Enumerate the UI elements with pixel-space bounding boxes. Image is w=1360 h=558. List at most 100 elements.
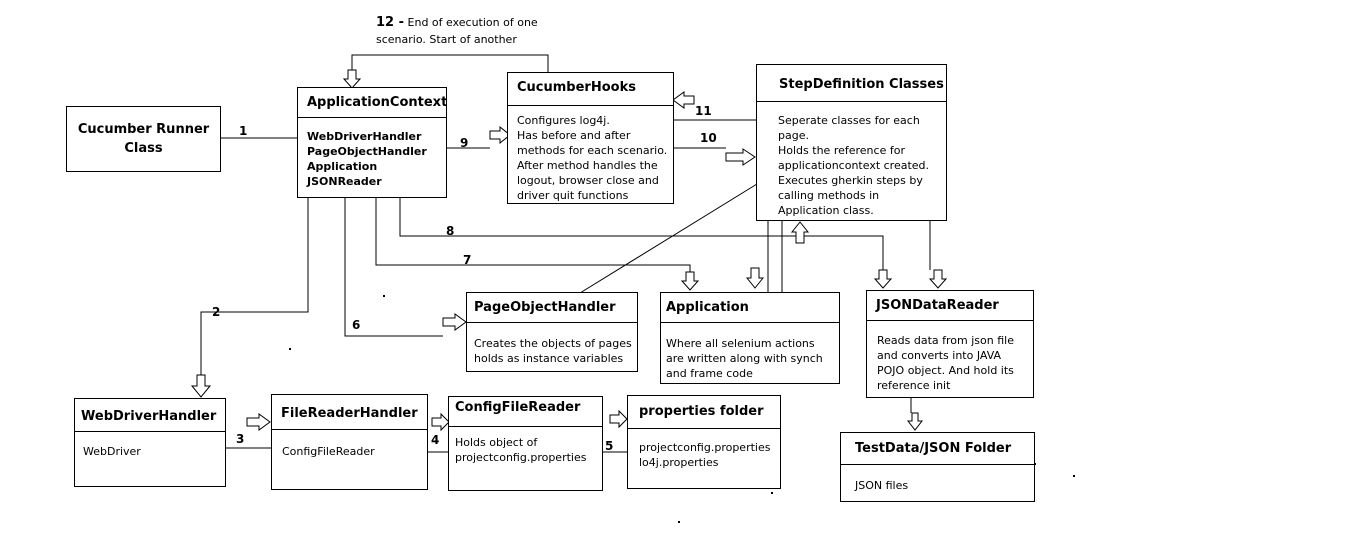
testdata-line: JSON files (855, 479, 909, 492)
stepdefs-line: Holds the reference for (778, 144, 905, 157)
arrow-into-filereader (246, 413, 271, 431)
arrow-into-stepdefs-up (790, 221, 810, 244)
json-data-reader-box: JSONDataReader Reads data from json file… (866, 290, 1034, 398)
file-reader-handler-box: FileReaderHandler ConfigFileReader (271, 394, 428, 490)
edge-label-2: 2 (212, 305, 221, 319)
stepdefs-line: Application class. (778, 204, 874, 217)
note-number: 12 - (376, 15, 405, 30)
filereader-line: ConfigFileReader (282, 445, 375, 458)
pageobj-line: holds as instance variables (474, 352, 624, 365)
arrow-into-pageobj (442, 313, 467, 331)
edge-label-10: 10 (700, 131, 717, 145)
arrow-into-jsonreader-a (873, 269, 893, 289)
application-box: Application Where all selenium actions a… (660, 292, 840, 384)
arrow-into-properties (609, 409, 628, 429)
properties-title: properties folder (639, 404, 764, 419)
hooks-line: methods for each scenario. (517, 144, 668, 157)
properties-folder-box: properties folder projectconfig.properti… (627, 395, 781, 489)
application-line: Where all selenium actions (666, 337, 815, 350)
hooks-title: CucumberHooks (517, 80, 636, 95)
configreader-line: projectconfig.properties (455, 451, 587, 464)
edge-label-3: 3 (236, 432, 245, 446)
edge-8-line (399, 197, 884, 270)
app-context-item: WebDriverHandler (307, 130, 422, 143)
edge-label-4: 4 (431, 433, 440, 447)
arrow-into-application-b (745, 267, 765, 289)
edge-12-line (351, 54, 549, 73)
app-context-item: Application (307, 160, 378, 173)
application-line: are written along with synch (666, 352, 823, 365)
edge-label-6: 6 (352, 318, 361, 332)
arrow-into-configreader (431, 412, 450, 432)
hooks-line: logout, browser close and (517, 174, 659, 187)
arrow-into-jsonreader-b (928, 269, 948, 289)
application-context-box: ApplicationContext WebDriverHandler Page… (297, 87, 447, 198)
jsonreader-title: JSONDataReader (876, 298, 999, 313)
arrow-into-hooks (489, 125, 511, 145)
stray-dot (1073, 475, 1075, 477)
hooks-line: Configures log4j. (517, 114, 610, 127)
cucumber-runner-box: Cucumber Runner Class (66, 106, 221, 172)
hooks-line: driver quit functions (517, 189, 629, 202)
jsonreader-line: and converts into JAVA (877, 349, 1002, 362)
stepdefs-line: page. (778, 129, 809, 142)
stepdefs-line: Executes gherkin steps by (778, 174, 923, 187)
stepdefs-line: calling methods in (778, 189, 880, 202)
configreader-line: Holds object of (455, 436, 538, 449)
edge-label-5: 5 (605, 439, 614, 453)
filereader-title: FileReaderHandler (281, 406, 418, 421)
page-object-handler-box: PageObjectHandler Creates the objects of… (466, 292, 638, 372)
pageobj-line: Creates the objects of pages (474, 337, 632, 350)
edge-6-line (344, 197, 443, 337)
edge-label-11: 11 (695, 104, 712, 118)
scenario-loop-note: 12 - End of execution of one scenario. S… (376, 14, 538, 48)
webdriver-line: WebDriver (83, 445, 141, 458)
properties-line: projectconfig.properties (639, 441, 771, 454)
webdriver-title: WebDriverHandler (81, 409, 217, 424)
arrow-into-hooks-from-stepdefs (672, 91, 695, 109)
stepdefs-line: Seperate classes for each (778, 114, 920, 127)
config-file-reader-box: ConfigFileReader Holds object of project… (448, 396, 603, 491)
hooks-line: After method handles the (517, 159, 658, 172)
runner-title-line1: Cucumber Runner (77, 122, 210, 137)
properties-line: lo4j.properties (639, 456, 719, 469)
arrow-into-appcontext (342, 69, 362, 89)
testdata-title: TestData/JSON Folder (855, 441, 1012, 456)
edge-2-line (200, 197, 309, 375)
test-data-folder-box: TestData/JSON Folder JSON files (840, 432, 1035, 502)
edge-7-line (375, 197, 691, 272)
arrow-into-stepdefs (725, 148, 756, 166)
runner-title-line2: Class (124, 141, 163, 156)
app-context-item: JSONReader (307, 175, 382, 188)
note-line2: scenario. Start of another (376, 33, 517, 46)
application-line: and frame code (666, 367, 753, 380)
arrow-into-webdriver (190, 374, 212, 398)
configreader-title: ConfigFileReader (455, 400, 581, 415)
jsonreader-line: reference init (877, 379, 951, 392)
note-line1: End of execution of one (407, 16, 538, 29)
stepdefs-title: StepDefinition Classes (779, 77, 944, 92)
stray-dot (383, 295, 385, 297)
edge-label-8: 8 (446, 224, 455, 238)
stepdefs-line: applicationcontext created. (778, 159, 930, 172)
cucumber-hooks-box: CucumberHooks Configures log4j. Has befo… (507, 72, 674, 204)
stray-dot (289, 348, 291, 350)
stray-dot (1034, 463, 1036, 465)
arrow-into-application-a (680, 271, 700, 291)
stray-dot (678, 521, 680, 523)
step-definition-box: StepDefinition Classes Seperate classes … (756, 64, 947, 221)
hooks-line: Has before and after (517, 129, 631, 142)
jsonreader-line: Reads data from json file (877, 334, 1014, 347)
edge-label-7: 7 (463, 253, 472, 267)
edge-label-1: 1 (239, 124, 248, 138)
app-context-item: PageObjectHandler (307, 145, 427, 158)
arrow-into-testdata (906, 412, 924, 431)
application-title: Application (666, 300, 749, 315)
app-context-title: ApplicationContext (307, 95, 448, 110)
pageobj-title: PageObjectHandler (474, 300, 616, 315)
webdriver-handler-box: WebDriverHandler WebDriver (74, 398, 226, 487)
edge-label-9: 9 (460, 136, 469, 150)
stray-dot (771, 492, 773, 494)
jsonreader-line: POJO object. And hold its (877, 364, 1014, 377)
